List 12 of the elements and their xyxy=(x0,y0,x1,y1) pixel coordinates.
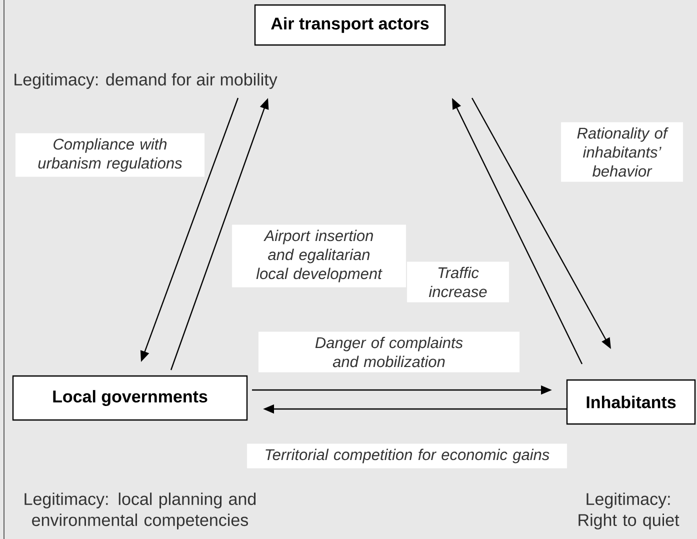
edge-label: Airport insertion and egalitarian local development xyxy=(232,224,406,288)
actor-box: Local governments xyxy=(12,375,248,421)
edge-label: Compliance with urbanism regulations xyxy=(16,133,204,177)
edge-label: Territorial competition for economic gains xyxy=(247,444,567,468)
actor-box: Inhabitants xyxy=(566,379,696,425)
edge-label: Danger of complaints and mobilization xyxy=(258,332,520,372)
actor-box: Air transport actors xyxy=(254,4,446,46)
edge-label: Traffic increase xyxy=(407,262,509,302)
legitimacy-note: Legitimacy: Right to quiet xyxy=(578,492,680,530)
legitimacy-note: Legitimacy: local planning and environmental competencies xyxy=(24,492,256,530)
legitimacy-note: Legitimacy: demand for air mobility xyxy=(14,73,278,89)
edge-label: Rationality of inhabitants’ behavior xyxy=(561,122,683,182)
